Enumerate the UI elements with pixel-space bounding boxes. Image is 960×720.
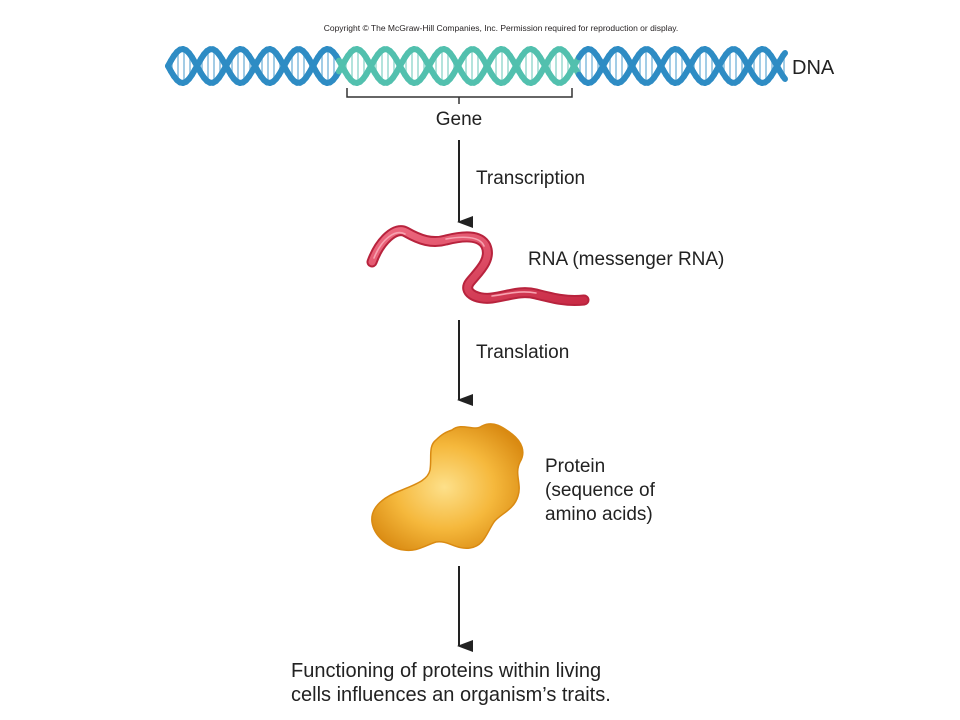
footer-line1: Functioning of proteins within living: [291, 660, 601, 682]
protein-label-line3: amino acids): [545, 504, 653, 525]
gene-bracket: [346, 88, 573, 104]
dna-label: DNA: [792, 57, 835, 79]
dna-helix: [165, 46, 788, 86]
gene-label: Gene: [436, 109, 482, 130]
translation-label: Translation: [476, 342, 569, 363]
transcription-label: Transcription: [476, 168, 585, 189]
rna-label: RNA (messenger RNA): [528, 249, 724, 270]
protein-blob: [371, 423, 524, 552]
rna-ribbon: [366, 225, 590, 306]
protein-label-line1: Protein: [545, 456, 605, 477]
copyright-text: Copyright © The McGraw-Hill Companies, I…: [324, 23, 679, 33]
dna-strand-b: [780, 73, 788, 82]
protein-label-line2: (sequence of: [545, 480, 656, 501]
footer-line2: cells influences an organism’s traits.: [291, 684, 611, 706]
dna-strand-a: [780, 50, 788, 59]
